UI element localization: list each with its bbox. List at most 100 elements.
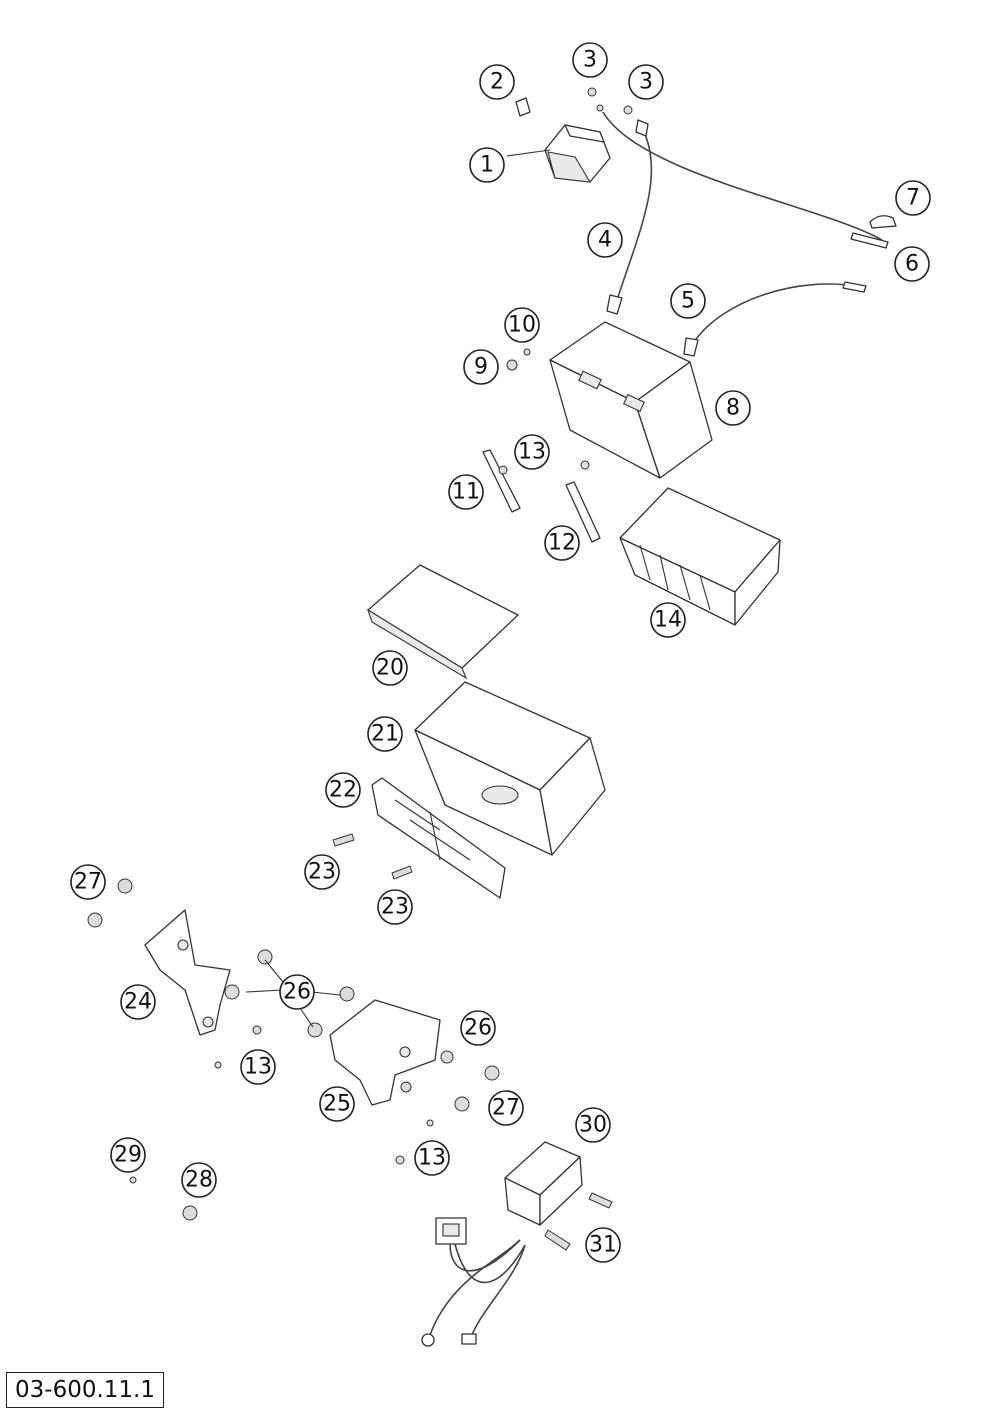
callout-13b[interactable]: 13: [240, 1049, 276, 1085]
part-plate-22: [371, 777, 506, 899]
callout-8[interactable]: 8: [715, 390, 751, 426]
part-nut-28: [182, 1205, 198, 1221]
callout-21[interactable]: 21: [367, 716, 403, 752]
part-strap-12: [565, 481, 601, 543]
svg-text:3: 3: [583, 48, 597, 73]
callout-29[interactable]: 29: [110, 1137, 146, 1173]
callout-4[interactable]: 4: [587, 222, 623, 258]
callout-24[interactable]: 24: [120, 984, 156, 1020]
part-cable-5: [683, 281, 867, 357]
part-screw-13a: [498, 465, 508, 475]
callout-3a[interactable]: 3: [572, 42, 608, 78]
svg-text:2: 2: [490, 70, 504, 95]
svg-text:12: 12: [548, 531, 576, 556]
part-screw-13f: [395, 1155, 405, 1165]
svg-text:6: 6: [905, 252, 919, 277]
svg-text:25: 25: [323, 1092, 351, 1117]
part-cables: [602, 111, 889, 315]
callout-13a[interactable]: 13: [514, 434, 550, 470]
callout-7[interactable]: 7: [895, 180, 931, 216]
svg-text:7: 7: [906, 186, 920, 211]
part-bolt-31b: [544, 1229, 571, 1251]
part-screw-13c: [252, 1025, 262, 1035]
svg-text:5: 5: [681, 289, 695, 314]
part-screw-23b: [391, 865, 413, 880]
part-bracket-24: [144, 909, 231, 1036]
part-wiring-harness: [421, 1217, 526, 1347]
callout-10[interactable]: 10: [504, 307, 540, 343]
callout-6[interactable]: 6: [894, 246, 930, 282]
callout-9[interactable]: 9: [463, 349, 499, 385]
svg-text:1: 1: [480, 153, 494, 178]
svg-text:21: 21: [371, 722, 399, 747]
svg-text:13: 13: [518, 440, 546, 465]
part-bolt-31a: [588, 1192, 613, 1209]
callout-27b[interactable]: 27: [488, 1090, 524, 1126]
part-screw-13d: [214, 1061, 222, 1069]
part-nut-10: [523, 348, 531, 356]
part-screw-13e: [426, 1119, 434, 1127]
callout-2[interactable]: 2: [479, 64, 515, 100]
svg-text:27: 27: [74, 870, 102, 895]
svg-text:13: 13: [244, 1055, 272, 1080]
svg-text:26: 26: [283, 980, 311, 1005]
callout-23b[interactable]: 23: [377, 889, 413, 925]
part-terminal-cap: [869, 215, 897, 229]
callout-13c[interactable]: 13: [414, 1140, 450, 1176]
callout-27a[interactable]: 27: [70, 864, 106, 900]
callout-11[interactable]: 11: [448, 474, 484, 510]
callout-12[interactable]: 12: [544, 525, 580, 561]
part-screw-13b: [580, 460, 590, 470]
svg-text:30: 30: [579, 1113, 607, 1138]
callout-20[interactable]: 20: [372, 650, 408, 686]
part-battery-box: [414, 681, 606, 856]
callout-30[interactable]: 30: [575, 1107, 611, 1143]
callout-1[interactable]: 1: [469, 147, 505, 183]
part-cover-20: [366, 564, 519, 680]
part-screw-23a: [332, 833, 355, 847]
callout-31[interactable]: 31: [585, 1227, 621, 1263]
svg-text:3: 3: [639, 70, 653, 95]
svg-text:14: 14: [654, 608, 682, 633]
leader-lines: [245, 149, 551, 1028]
drawing-code-label: 03-600.11.1: [6, 1372, 164, 1408]
part-bracket-25: [329, 999, 441, 1106]
part-terminal-screws: [587, 87, 633, 115]
callout-3b[interactable]: 3: [628, 64, 664, 100]
callouts: 1 2 3 3 4 5 6 7 8 9 10 11 12 13 13 13 14…: [70, 42, 931, 1263]
svg-text:24: 24: [124, 990, 152, 1015]
svg-text:28: 28: [185, 1168, 213, 1193]
part-battery: [549, 321, 713, 479]
callout-25[interactable]: 25: [319, 1086, 355, 1122]
part-bolts-27: [87, 878, 500, 1112]
callout-28[interactable]: 28: [181, 1162, 217, 1198]
svg-text:31: 31: [589, 1233, 617, 1258]
svg-text:11: 11: [452, 480, 480, 505]
svg-text:13: 13: [418, 1146, 446, 1171]
svg-text:20: 20: [376, 656, 404, 681]
callout-26b[interactable]: 26: [460, 1010, 496, 1046]
svg-text:23: 23: [308, 860, 336, 885]
callout-14[interactable]: 14: [650, 602, 686, 638]
svg-text:8: 8: [726, 396, 740, 421]
callout-26a[interactable]: 26: [279, 974, 315, 1010]
svg-text:23: 23: [381, 895, 409, 920]
svg-text:4: 4: [598, 228, 612, 253]
svg-text:27: 27: [492, 1096, 520, 1121]
callout-23a[interactable]: 23: [304, 854, 340, 890]
part-strap-11: [482, 449, 521, 513]
callout-22[interactable]: 22: [325, 772, 361, 808]
part-starter-relay: [544, 124, 611, 183]
svg-text:9: 9: [474, 355, 488, 380]
part-voltage-regulator: [504, 1141, 583, 1226]
part-screw-9: [506, 359, 518, 371]
callout-5[interactable]: 5: [670, 283, 706, 319]
svg-text:10: 10: [508, 313, 536, 338]
svg-text:29: 29: [114, 1143, 142, 1168]
svg-text:26: 26: [464, 1016, 492, 1041]
part-fuse: [515, 97, 531, 117]
svg-text:22: 22: [329, 778, 357, 803]
part-nut-13g: [400, 1081, 412, 1093]
part-battery-tray: [619, 487, 781, 626]
